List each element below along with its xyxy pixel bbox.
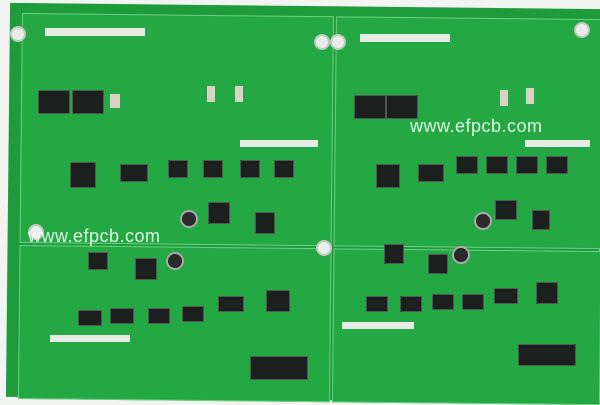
- regulator: [88, 252, 108, 270]
- soic-chip: [418, 164, 444, 182]
- soic-chip: [486, 156, 508, 174]
- soic-chip: [516, 156, 538, 174]
- smd-resistor: [526, 88, 534, 104]
- header-strip: [45, 28, 145, 36]
- regulator: [532, 210, 550, 230]
- soic-chip: [240, 160, 260, 178]
- soic-chip: [462, 294, 484, 310]
- watermark-text: www.efpcb.com: [410, 116, 543, 136]
- inductor: [135, 258, 157, 280]
- soic-chip: [110, 308, 134, 324]
- connector: [518, 344, 576, 366]
- silk-bar: [525, 140, 590, 147]
- soic-chip: [120, 164, 148, 182]
- soic-chip: [168, 160, 188, 178]
- silk-bar: [240, 140, 318, 147]
- ic-chip: [354, 95, 386, 119]
- smd-resistor: [110, 94, 120, 108]
- qfp-chip: [266, 290, 290, 312]
- soic-chip: [78, 310, 102, 326]
- soic-chip: [494, 288, 518, 304]
- header-strip: [360, 34, 450, 42]
- watermark-text: www.efpcb.com: [28, 226, 161, 246]
- soic-chip: [432, 294, 454, 310]
- smd-resistor: [235, 86, 243, 102]
- smd-resistor: [207, 86, 215, 102]
- qfp-chip: [376, 164, 400, 188]
- mounting-hole: [574, 22, 590, 38]
- regulator: [384, 244, 404, 264]
- mounting-hole: [316, 240, 332, 256]
- electrolytic-capacitor: [166, 252, 184, 270]
- soic-chip: [366, 296, 388, 312]
- electrolytic-capacitor: [180, 210, 198, 228]
- mounting-hole: [330, 34, 346, 50]
- inductor: [208, 202, 230, 224]
- mounting-hole: [28, 224, 44, 240]
- silk-bar: [342, 322, 414, 329]
- connector: [250, 356, 308, 380]
- electrolytic-capacitor: [474, 212, 492, 230]
- soic-chip: [148, 308, 170, 324]
- pcb-panel-top-left: [19, 13, 334, 247]
- qfp-chip: [70, 162, 96, 188]
- inductor: [495, 200, 517, 220]
- soic-chip: [456, 156, 478, 174]
- soic-chip: [546, 156, 568, 174]
- smd-resistor: [500, 90, 508, 106]
- mounting-hole: [10, 26, 26, 42]
- ic-chip: [72, 90, 104, 114]
- ic-chip: [38, 90, 70, 114]
- mounting-hole: [314, 34, 330, 50]
- regulator: [255, 212, 275, 234]
- ic-chip: [386, 95, 418, 119]
- soic-chip: [182, 306, 204, 322]
- inductor: [428, 254, 448, 274]
- soic-chip: [218, 296, 244, 312]
- qfp-chip: [536, 282, 558, 304]
- electrolytic-capacitor: [452, 246, 470, 264]
- soic-chip: [203, 160, 223, 178]
- silk-bar: [50, 335, 130, 342]
- soic-chip: [400, 296, 422, 312]
- soic-chip: [274, 160, 294, 178]
